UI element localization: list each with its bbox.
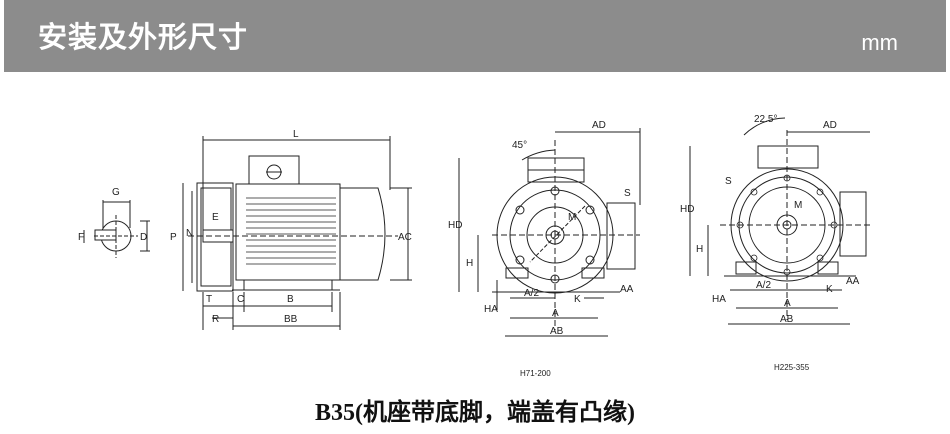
page-title: 安装及外形尺寸 bbox=[38, 20, 249, 54]
label-C: C bbox=[237, 294, 244, 305]
header-bar bbox=[4, 0, 946, 72]
label-HD-small: HD bbox=[448, 220, 462, 231]
range-label-small: H71-200 bbox=[520, 369, 551, 378]
label-HA-large: HA bbox=[712, 294, 726, 305]
label-HA-small: HA bbox=[484, 304, 498, 315]
label-F: F bbox=[78, 232, 84, 243]
label-HD-large: HD bbox=[680, 204, 694, 215]
fan-cover bbox=[339, 187, 386, 281]
unit-label: mm bbox=[861, 30, 898, 55]
label-AC: AC bbox=[398, 232, 412, 243]
label-E: E bbox=[212, 212, 219, 223]
label-A2-small: A/2 bbox=[524, 288, 539, 299]
figure-caption: B35(机座带底脚，端盖有凸缘) bbox=[315, 400, 635, 426]
label-BB: BB bbox=[284, 314, 298, 325]
label-45deg: 45° bbox=[512, 140, 527, 151]
label-S-small: S bbox=[624, 188, 631, 199]
label-AD-small: AD bbox=[592, 120, 606, 131]
label-22-5deg: 22.5° bbox=[754, 114, 777, 125]
label-N: N bbox=[186, 228, 193, 239]
label-M-large: M bbox=[794, 200, 802, 211]
label-AD-large: AD bbox=[823, 120, 837, 131]
label-AA-small: AA bbox=[620, 284, 634, 295]
label-K-small: K bbox=[574, 294, 581, 305]
label-T: T bbox=[206, 294, 212, 305]
label-A-large: A bbox=[784, 298, 791, 309]
foot bbox=[243, 279, 333, 291]
label-L: L bbox=[293, 129, 299, 140]
range-label-large: H225-355 bbox=[774, 363, 810, 372]
label-P: P bbox=[170, 232, 177, 243]
label-G: G bbox=[112, 187, 120, 198]
label-H-large: H bbox=[696, 244, 703, 255]
terminal-box bbox=[248, 155, 300, 185]
front-view-large-drawing bbox=[689, 117, 870, 325]
label-AA-large: AA bbox=[846, 276, 860, 287]
side-view-drawing bbox=[83, 136, 412, 330]
label-R: R bbox=[212, 314, 219, 325]
label-AB-large: AB bbox=[780, 314, 794, 325]
label-B: B bbox=[287, 294, 294, 305]
cooling-fins bbox=[246, 197, 336, 265]
shaft-end-view bbox=[83, 200, 150, 258]
label-K-large: K bbox=[826, 284, 833, 295]
label-H-small: H bbox=[466, 258, 473, 269]
label-D: D bbox=[140, 232, 147, 243]
label-M-small: M bbox=[568, 212, 576, 223]
label-A-small: A bbox=[552, 308, 559, 319]
label-S-large: S bbox=[725, 176, 732, 187]
label-A2-large: A/2 bbox=[756, 280, 771, 291]
front-view-small-drawing bbox=[458, 128, 641, 337]
label-AB-small: AB bbox=[550, 326, 564, 337]
